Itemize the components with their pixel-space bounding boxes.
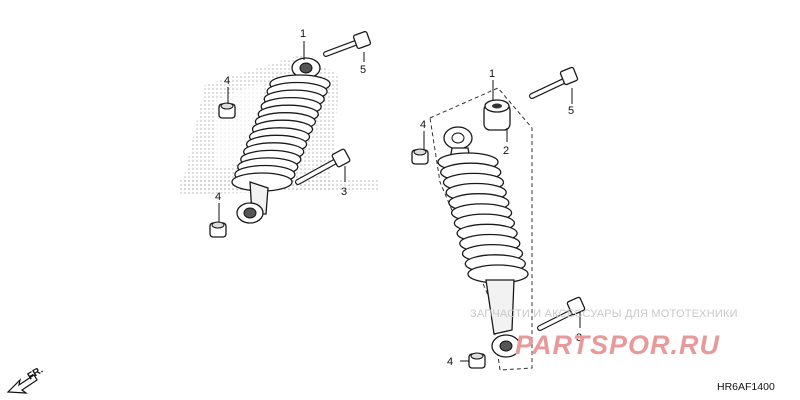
callout-label: 5 <box>568 105 574 117</box>
nut-part-4-left-upper <box>218 102 236 119</box>
callout-label: 3 <box>576 332 582 344</box>
diagram-code: HR6AF1400 <box>717 381 775 393</box>
callout-leader-lines <box>218 41 581 362</box>
bushing-part-2 <box>483 99 511 131</box>
callout-label: 4 <box>215 191 221 203</box>
callout-label: 4 <box>447 356 453 368</box>
left-shock-absorber <box>231 57 331 224</box>
front-direction-arrow-icon <box>6 374 38 394</box>
bolt-part-3-right <box>537 296 586 331</box>
bolt-part-3-left <box>295 148 351 185</box>
callout-label: 3 <box>341 186 347 198</box>
nut-part-4-right-upper <box>411 148 429 165</box>
callout-label: 1 <box>300 28 306 40</box>
callout-label: 4 <box>224 75 230 87</box>
right-shock-absorber <box>437 126 529 358</box>
watermark-site-name: PARTSPOR.RU <box>515 330 721 360</box>
callout-label: 2 <box>503 145 509 157</box>
callout-label: 5 <box>360 64 366 76</box>
watermark-tagline: ЗАПЧАСТИ И АКСЕССУАРЫ ДЛЯ МОТОТЕХНИКИ <box>470 308 738 320</box>
nut-part-4-right-lower <box>468 352 486 369</box>
callout-label: 1 <box>489 68 495 80</box>
right-shock-dashed-outline <box>429 87 533 371</box>
bolt-part-5-right <box>529 66 579 99</box>
nut-part-4-left-lower <box>209 221 227 238</box>
bolt-part-5-left <box>323 30 372 57</box>
callout-label: 4 <box>420 119 426 131</box>
callout-numbers: 1 1 2 3 3 4 4 4 4 5 5 <box>215 28 582 368</box>
